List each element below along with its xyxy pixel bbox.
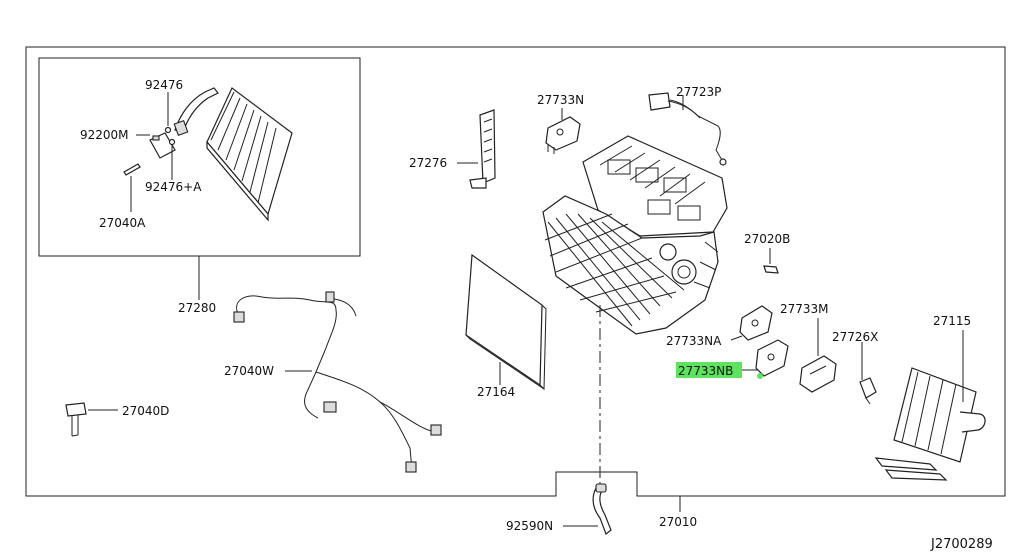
label-27733N[interactable]: 27733N <box>537 93 584 107</box>
actuator-27733N-drawing <box>545 116 581 154</box>
outer-frame <box>25 46 1006 497</box>
label-27020B[interactable]: 27020B <box>744 232 790 246</box>
inset-box <box>38 57 361 257</box>
label-27733NA[interactable]: 27733NA <box>666 334 722 348</box>
o-ring-upper <box>164 126 172 134</box>
part-highlight <box>676 362 742 378</box>
heater-duct-drawing <box>469 109 496 189</box>
drawing-id: J2700289 <box>930 537 993 552</box>
label-27010[interactable]: 27010 <box>659 515 697 529</box>
leader-27010 <box>637 495 681 512</box>
label-92476-a[interactable]: 92476+A <box>145 180 202 194</box>
air-filter-drawing <box>465 253 547 391</box>
heater-core-drawing <box>874 367 986 481</box>
clip-27020B-drawing <box>763 265 779 274</box>
label-27733M[interactable]: 27733M <box>780 302 829 316</box>
label-92476[interactable]: 92476 <box>145 78 183 92</box>
expansion-valve-drawing <box>149 132 176 159</box>
label-92200M[interactable]: 92200M <box>80 128 129 142</box>
bolt-small-drawing <box>123 163 141 176</box>
hvac-unit-drawing <box>542 135 728 335</box>
label-27723P[interactable]: 27723P <box>676 85 721 99</box>
label-27040A[interactable]: 27040A <box>99 216 146 230</box>
sensor-27726X-drawing <box>859 377 877 405</box>
o-ring-lower <box>168 138 176 146</box>
label-27164[interactable]: 27164 <box>477 385 515 399</box>
label-27280[interactable]: 27280 <box>178 301 216 315</box>
drain-hose-drawing <box>592 483 612 535</box>
label-27276[interactable]: 27276 <box>409 156 447 170</box>
label-27115[interactable]: 27115 <box>933 314 971 328</box>
label-27040D[interactable]: 27040D <box>122 404 169 418</box>
wire-harness-drawing <box>233 291 442 473</box>
actuator-27733NA-drawing <box>739 305 773 341</box>
label-27733NB[interactable]: 27733NB <box>678 364 733 378</box>
label-92590N[interactable]: 92590N <box>506 519 553 533</box>
label-27726X[interactable]: 27726X <box>832 330 878 344</box>
leader-27733NA <box>730 335 743 341</box>
bolt-27040D-drawing <box>65 402 87 437</box>
module-27733M-drawing <box>799 355 837 393</box>
actuator-27733NB-drawing <box>755 339 789 379</box>
sensor-harness-drawing <box>648 92 727 166</box>
evaporator-core-drawing <box>173 87 293 222</box>
label-27040W[interactable]: 27040W <box>224 364 274 378</box>
